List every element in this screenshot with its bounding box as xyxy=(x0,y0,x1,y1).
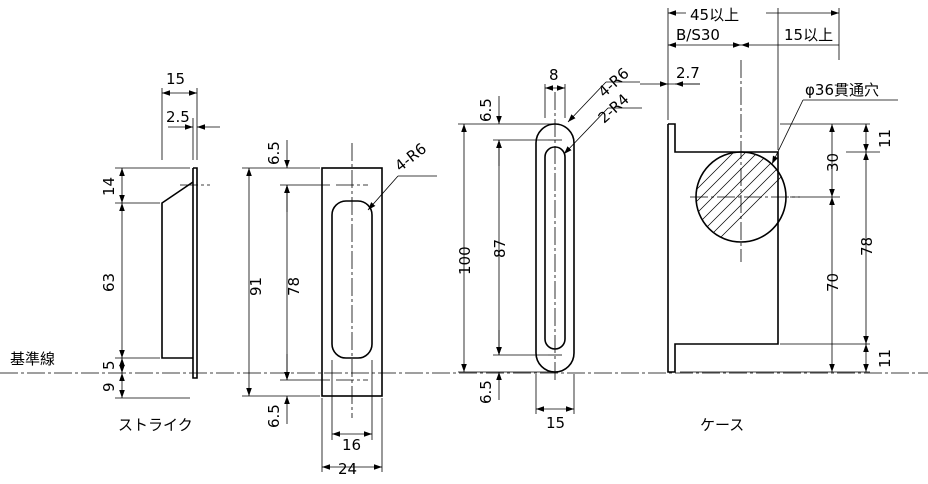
plate-inner-width-dim: 16 xyxy=(342,436,361,454)
plate-outer-dim: 91 xyxy=(247,277,265,296)
case-top-offset-dim: 11 xyxy=(876,129,894,148)
face-radius-inner-label: 2-R4 xyxy=(595,90,633,127)
reference-line-label: 基準線 xyxy=(10,350,55,368)
strike-top-dim: 14 xyxy=(100,177,118,196)
plate-bottom-dim: 6.5 xyxy=(265,404,283,428)
case-right-dim: 15以上 xyxy=(784,26,833,44)
case-backset-dim: B/S30 xyxy=(676,26,720,44)
case-overall-dim: 45以上 xyxy=(690,6,739,24)
face-top-dim: 6.5 xyxy=(477,98,495,122)
strike-b1-dim: 5 xyxy=(100,360,118,370)
plate-outer-width-dim: 24 xyxy=(338,460,357,478)
case-hole-label: φ36貫通穴 xyxy=(805,81,879,99)
face-inner-dim: 87 xyxy=(491,239,509,258)
strike-b2-dim: 9 xyxy=(100,382,118,392)
case-upper-dim: 30 xyxy=(824,153,842,172)
strike-caption: ストライク xyxy=(118,416,193,434)
plate-radius-label: 4-R6 xyxy=(391,139,430,175)
face-width-top-dim: 8 xyxy=(549,66,559,84)
strike-width-dim: 15 xyxy=(166,70,185,88)
face-width-dim: 15 xyxy=(546,414,565,432)
face-outer-dim: 100 xyxy=(456,246,474,275)
case-total-dim: 78 xyxy=(858,237,876,256)
strike-view: 15 2.5 14 63 5 9 ストライク xyxy=(100,70,220,434)
case-plate-dim: 2.7 xyxy=(676,64,700,82)
plate-view: 91 78 6.5 6.5 16 24 4-R6 xyxy=(242,139,437,478)
case-bottom-offset-dim: 11 xyxy=(876,349,894,368)
plate-top-dim: 6.5 xyxy=(265,141,283,165)
strike-plate-dim: 2.5 xyxy=(166,108,190,126)
face-bottom-dim: 6.5 xyxy=(477,380,495,404)
plate-inner-dim: 78 xyxy=(285,277,303,296)
case-lower-dim: 70 xyxy=(824,273,842,292)
case-caption: ケース xyxy=(700,416,744,434)
face-view: 8 100 87 6.5 6.5 15 4-R6 2-R4 xyxy=(456,64,642,432)
strike-middle-dim: 63 xyxy=(100,273,118,292)
case-view: 45以上 B/S30 15以上 2.7 φ36貫通穴 30 70 78 11 1… xyxy=(640,4,898,434)
